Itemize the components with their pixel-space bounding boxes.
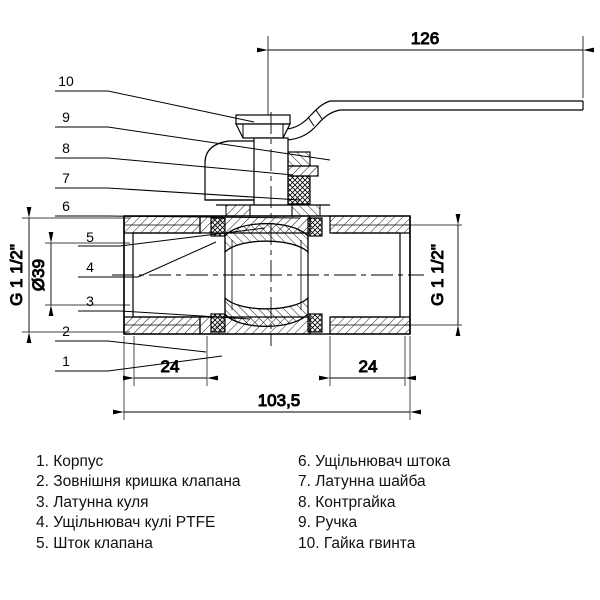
- bore-diameter-label: Ø39: [29, 259, 48, 291]
- parts-legend-right-column: 6. Ущільнювач штока 7. Латунна шайба 8. …: [298, 452, 598, 572]
- ptfe-ball-seats: [210, 217, 323, 333]
- legend-item: 2. Зовнішня кришка клапана: [36, 473, 241, 491]
- legend-item: 4. Ущільнювач кулі PTFE: [36, 514, 216, 532]
- screw-nut-hex: [235, 114, 291, 139]
- legend-item: 6. Ущільнювач штока: [298, 453, 451, 470]
- locknut: [287, 151, 319, 205]
- callout-1: 1: [62, 353, 70, 369]
- dimension-103-5: 103,5: [113, 336, 421, 420]
- callout-5: 5: [86, 229, 94, 245]
- callout-2: 2: [62, 323, 70, 339]
- legend-item: 3. Латунна куля: [36, 493, 149, 511]
- legend-item: 5. Шток клапана: [36, 534, 153, 552]
- callout-leaders: [55, 90, 331, 372]
- handle-lever: [286, 100, 584, 141]
- callout-3: 3: [86, 293, 94, 309]
- legend-item: 1. Корпус: [36, 453, 104, 470]
- valve-bonnet-neck: [216, 204, 330, 219]
- callout-8: 8: [62, 140, 70, 156]
- dimension-thread-left: G 1 1/2": [7, 207, 130, 343]
- dimension-24-left: 24: [123, 336, 218, 386]
- legend-item: 10. Гайка гвинта: [298, 534, 416, 552]
- thread-right-label: G 1 1/2": [428, 244, 447, 306]
- dimension-24-right-label: 24: [359, 357, 378, 376]
- dimension-126: 126: [257, 29, 594, 128]
- body-right-thread-wall: [329, 215, 411, 335]
- parts-legend-left-column: 1. Корпус 2. Зовнішня кришка клапана 3. …: [0, 452, 298, 572]
- legend-item: 9. Ручка: [298, 514, 358, 532]
- callout-10: 10: [58, 73, 74, 89]
- callout-9: 9: [62, 109, 70, 125]
- dimension-126-label: 126: [411, 29, 439, 48]
- thread-left-label: G 1 1/2": [7, 244, 26, 306]
- callout-6: 6: [62, 198, 70, 214]
- legend-item: 7. Латунна шайба: [298, 473, 426, 491]
- parts-legend: 1. Корпус 2. Зовнішня кришка клапана 3. …: [0, 452, 600, 572]
- dimension-bore-diameter: Ø39: [29, 232, 130, 316]
- legend-item: 8. Контргайка: [298, 493, 396, 511]
- dimension-24-right: 24: [319, 336, 416, 386]
- dimension-103-5-label: 103,5: [258, 391, 301, 410]
- callout-4: 4: [86, 259, 94, 275]
- callout-numbers: 10 9 8 7 6 5 4 3 2 1: [58, 73, 94, 369]
- body-left-thread-wall: [123, 215, 201, 335]
- dimension-24-left-label: 24: [161, 357, 180, 376]
- callout-7: 7: [62, 170, 70, 186]
- dimension-thread-right: G 1 1/2": [405, 214, 462, 336]
